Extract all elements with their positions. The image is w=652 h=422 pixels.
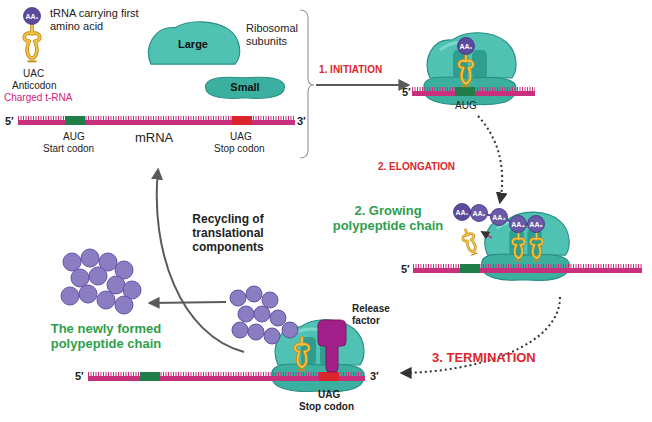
start-codon [455, 87, 475, 96]
mrna-strand [413, 268, 642, 273]
amino-acid [97, 291, 115, 309]
stage-label: 3. TERMINATION [432, 351, 536, 366]
codon-label: AUG [63, 131, 85, 143]
amino-acid-label: AA₁ [455, 209, 468, 216]
amino-acid [282, 322, 298, 338]
note: tRNA carrying first amino acid [50, 7, 140, 32]
mrna-strand [18, 120, 295, 125]
stop-codon [232, 116, 252, 125]
amino-acid-circle [510, 216, 527, 233]
amino-acid: AA₄ [509, 215, 527, 233]
amino-acid [270, 310, 286, 326]
amino-acid [238, 306, 254, 322]
exit-arrow [482, 232, 492, 238]
part-label: Anticodon [12, 80, 56, 92]
initiation-arrow [316, 84, 408, 86]
amino-acid [71, 269, 89, 287]
amino-acid [262, 292, 278, 308]
amino-acid: AA₁ [23, 7, 41, 25]
stage-label: 2. ELONGATION [378, 161, 455, 173]
codon-label: AUG [455, 100, 477, 112]
amino-acid-circle [458, 38, 475, 55]
codon-label: UAC [23, 68, 44, 80]
mrna-bases [413, 264, 642, 268]
mrna-bases [18, 116, 295, 120]
small-subunit: Small [203, 72, 287, 102]
codon-label: Start codon [43, 143, 94, 155]
stage-label: 2. Growing polypeptide chain [328, 204, 448, 234]
part-label: Charged t-RNA [4, 92, 72, 104]
codon-label: Stop codon [299, 401, 354, 413]
bracket [300, 10, 314, 158]
trna-leaving [460, 228, 479, 256]
amino-acid [246, 286, 262, 302]
amino-acid [248, 324, 264, 340]
part-label: Ribosomal subunits [246, 22, 306, 47]
amino-acid-circle [491, 209, 508, 226]
start-codon [65, 116, 85, 125]
amino-acid [232, 322, 248, 338]
codon-label: Stop codon [214, 143, 265, 155]
trna [513, 233, 525, 261]
amino-acid [264, 328, 280, 344]
stop-codon [319, 372, 339, 381]
part-label: mRNA [135, 131, 173, 146]
amino-acid [61, 287, 79, 305]
amino-acid [230, 290, 246, 306]
recycling-arrow [157, 170, 244, 352]
amino-acid: AA₂ [470, 204, 488, 222]
termination-arrow [402, 297, 560, 373]
end-label: 3′ [297, 115, 306, 128]
amino-acid-label: AA₂ [472, 210, 485, 217]
amino-acid [63, 253, 81, 271]
note: Recycling of translational components [178, 213, 278, 254]
large-subunit-shape [148, 22, 239, 64]
amino-acid-label: AA₁ [25, 13, 38, 20]
trna [459, 54, 473, 86]
end-label: 5′ [5, 115, 14, 128]
release-arrow [150, 302, 226, 303]
release-factor [318, 320, 346, 372]
end-label: 5′ [401, 263, 410, 276]
trna [24, 26, 39, 62]
amino-acid-label: AA₅ [529, 221, 542, 228]
trna [295, 337, 309, 370]
amino-acid: AA₅ [527, 215, 545, 233]
amino-acid-label: AA₃ [492, 214, 505, 221]
elongation-arrow [478, 116, 502, 202]
amino-acid-circle [471, 205, 488, 222]
terminating-polypeptide [230, 286, 298, 344]
start-codon [140, 372, 160, 381]
amino-acid [115, 296, 133, 314]
end-label: 5′ [402, 86, 411, 99]
amino-acid-circle [454, 204, 471, 221]
amino-acid: AA₃ [490, 208, 508, 226]
released-polypeptide [61, 249, 141, 314]
amino-acid: AA₁ [453, 203, 471, 221]
amino-acid [89, 267, 107, 285]
amino-acid-circle [528, 216, 545, 233]
amino-acid [81, 249, 99, 267]
subunit-label: Large [178, 39, 208, 50]
amino-acid [79, 285, 97, 303]
subunit-label: Small [230, 82, 259, 93]
stage-label: The newly formed polypeptide chain [36, 322, 176, 352]
amino-acid [254, 306, 270, 322]
codon-label: UAG [230, 131, 252, 143]
amino-acid: AA₁ [457, 37, 475, 55]
small-subunit-shape [206, 77, 285, 98]
end-label: 5′ [75, 370, 84, 383]
start-codon [460, 264, 480, 273]
amino-acid-label: AA₄ [511, 221, 524, 228]
end-label: 3′ [370, 370, 379, 383]
trna [531, 233, 543, 261]
amino-acid-circle [24, 8, 41, 25]
stage-label: 1. INITIATION [319, 64, 382, 76]
amino-acid-label: AA₁ [459, 43, 472, 50]
part-label: Release factor [352, 303, 412, 326]
large-subunit: Large [143, 20, 243, 68]
codon-label: UAG [318, 389, 340, 401]
